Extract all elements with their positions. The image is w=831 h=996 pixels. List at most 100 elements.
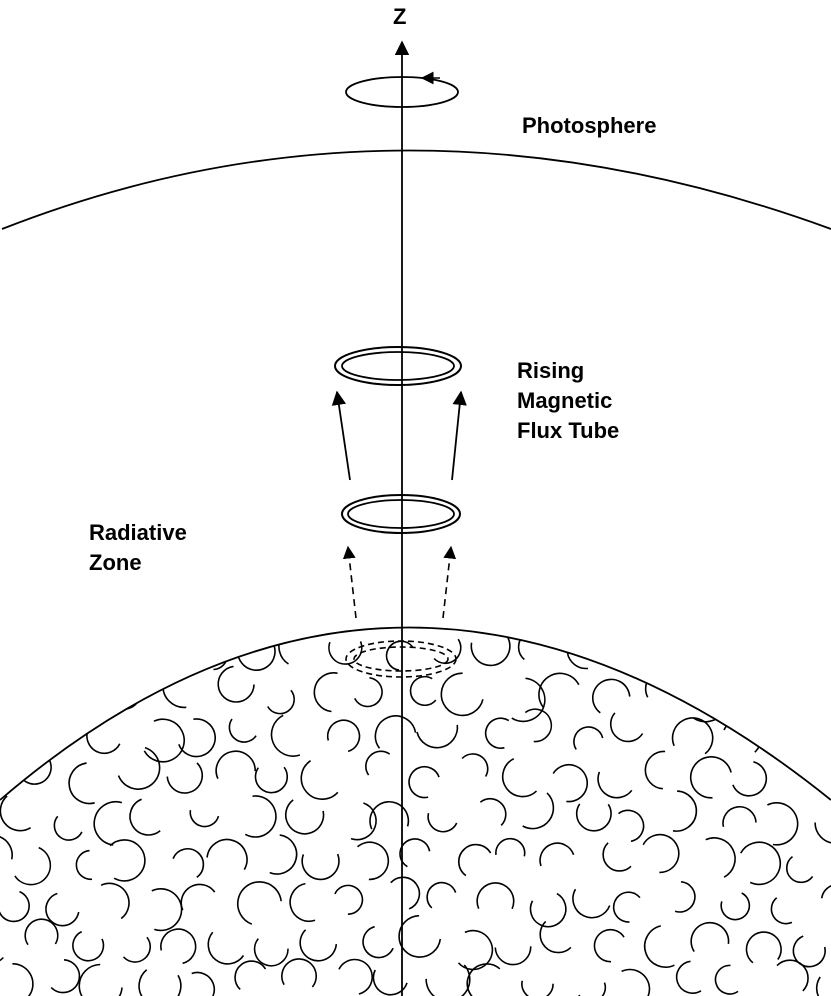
flux-tube-ring-lower [341, 494, 461, 534]
turbulence-arc [269, 834, 298, 875]
turbulence-arc [572, 888, 611, 919]
rising-arrow-left [331, 390, 351, 481]
turbulence-arc [0, 890, 30, 923]
core-boundary-curve [0, 626, 831, 801]
turbulence-arc [815, 976, 831, 996]
turbulence-arc [501, 757, 538, 798]
turbulence-arc [93, 801, 123, 846]
turbulence-arc [521, 980, 554, 996]
z-axis-label: Z [393, 4, 407, 29]
turbulence-arc [166, 762, 204, 794]
turbulence-arc [529, 892, 567, 928]
turbulence-arc [720, 892, 751, 921]
turbulence-arc [602, 842, 632, 872]
turbulence-arc [22, 683, 67, 720]
turbulence-arc [785, 855, 814, 884]
turbulence-arc [267, 689, 295, 715]
turbulence-arc [538, 672, 580, 709]
turbulence-arc [0, 667, 10, 694]
photosphere-label: Photosphere [522, 113, 657, 138]
turbulence-arc [0, 756, 17, 793]
turbulence-arc [416, 724, 459, 749]
turbulence-arc [14, 846, 52, 886]
turbulence-arc [299, 929, 338, 962]
flux-tube-ring-upper [334, 346, 462, 386]
turbulence-arc [50, 959, 81, 994]
turbulence-arc [72, 930, 105, 962]
turbulence-arc [270, 714, 301, 757]
turbulence-arc [47, 627, 83, 667]
turbulence-arc [365, 750, 391, 776]
turbulence-arc [117, 746, 161, 790]
turbulence-arc [399, 838, 431, 868]
turbulence-arc [0, 639, 17, 674]
photosphere-curve [1, 149, 831, 230]
turbulence-arc [597, 771, 633, 799]
turbulence-arc [593, 928, 625, 963]
turbulence-arc [178, 718, 217, 758]
turbulence-arc [644, 750, 666, 790]
turbulence-arc [301, 853, 340, 881]
turbulence-arc [0, 962, 34, 996]
turbulence-arc [767, 802, 799, 846]
turbulence-arc [180, 883, 216, 911]
turbulence-arc [385, 640, 414, 671]
turbulence-arc [672, 790, 698, 832]
dashed-arrow-left [342, 545, 357, 619]
turbulence-arc [427, 813, 458, 833]
turbulence-arc [151, 888, 183, 932]
turbulence-arc [372, 969, 408, 996]
turbulence-arc [479, 797, 507, 826]
turbulence-arc [0, 834, 13, 874]
turbulence-arc [398, 914, 442, 958]
turbulence-arc [369, 800, 410, 830]
turbulence-arc [811, 641, 831, 658]
turbulence-arc [45, 892, 80, 927]
turbulence-arc [100, 882, 130, 920]
turbulence-arc [705, 837, 736, 878]
turbulence-arc [68, 762, 95, 805]
turbulence-arc [642, 833, 680, 874]
turbulence-arc [495, 837, 526, 857]
turbulence-arc [770, 897, 793, 925]
turbulence-arc [334, 884, 364, 916]
turbulence-arc [776, 959, 809, 992]
turbulence-arc [623, 635, 657, 676]
turbulence-arc [740, 841, 782, 886]
turbulence-arc [122, 936, 152, 963]
turbulence-arc [618, 809, 645, 843]
radiative-label-line-1: Radiative [89, 520, 187, 545]
turbulence-arc [289, 882, 316, 923]
turbulence-arc [783, 672, 829, 699]
turbulence-arc [91, 630, 120, 673]
turbulence-arc [172, 848, 205, 878]
turbulence-arc [217, 665, 255, 703]
turbulence-arc [53, 815, 83, 841]
turbulence-arc [573, 726, 604, 750]
turbulence-arc [234, 960, 267, 990]
turbulence-arc [621, 968, 651, 996]
turbulence-arc [466, 963, 501, 996]
turbulence-arc [662, 630, 708, 666]
turbulence-arc [578, 982, 607, 996]
turbulence-arc [253, 938, 289, 967]
turbulence-arc [461, 753, 489, 777]
turbulence-arc [154, 637, 176, 668]
turbulence-arc [552, 764, 589, 803]
turbulence-arc [609, 712, 644, 743]
turbulence-arc [788, 745, 831, 789]
turbulence-arc [75, 849, 93, 881]
turbulence-arc [328, 641, 363, 665]
turbulence-arc [711, 633, 743, 666]
turbulence-arc [0, 933, 4, 964]
turbulence-arc [228, 718, 257, 743]
turbulence-arc [745, 931, 782, 964]
turbulence-arc [539, 842, 575, 867]
flux-tube-ring-dashed [345, 640, 457, 678]
turbulence-arc [362, 925, 394, 959]
dashed-arrow-right [442, 545, 457, 619]
turbulence-arc [671, 717, 714, 755]
turbulence-arc [689, 756, 732, 799]
turbulence-arc [714, 964, 739, 995]
